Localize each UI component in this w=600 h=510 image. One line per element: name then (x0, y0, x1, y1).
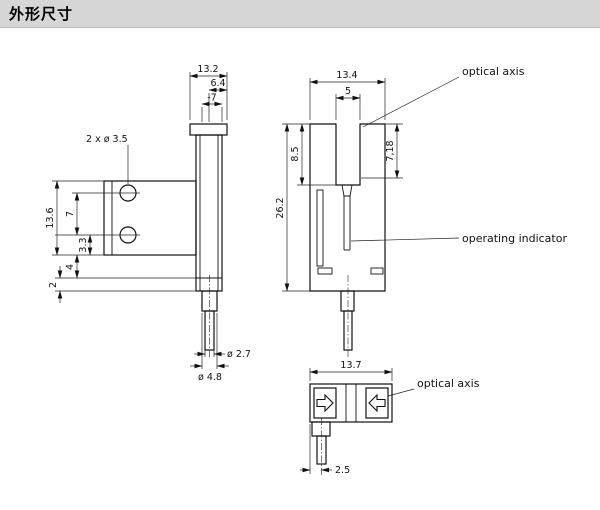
sleeve-diameter-text: ø 4.8 (198, 372, 222, 383)
dim-side-body-width: 6.4 (208, 78, 228, 122)
dimension-drawing: 13.2 6.4 -7 2 x ø 3.5 13.6 7 (0, 28, 600, 509)
step-text: 4 (65, 264, 76, 270)
cable-boot (311, 421, 331, 437)
dim-front-overall-width: 13.4 (309, 70, 386, 120)
dim-hole-edge: 3.3 (78, 234, 93, 256)
dim-sleeve-diameter: ø 4.8 (190, 313, 229, 383)
optical-axis-callout-top: optical axis (387, 377, 480, 397)
top-view: 13.7 optical axis 2.5 (300, 360, 480, 476)
operating-indicator-callout: operating indicator (350, 232, 567, 245)
hole-edge-text: 3.3 (78, 237, 89, 252)
base-text: 2 (48, 282, 59, 288)
beam-arrow-right-icon (316, 393, 334, 413)
top-overall-width-text: 13.7 (340, 360, 361, 371)
bracket-height-text: 13.6 (45, 207, 56, 228)
beam-arrow-left-icon (368, 393, 386, 413)
side-view: 13.2 6.4 -7 2 x ø 3.5 13.6 7 (45, 64, 251, 383)
mounting-holes-callout: 2 x ø 3.5 (86, 134, 129, 184)
dim-slot-depth-left: 8.5 (290, 123, 337, 186)
optical-axis-callout-front: optical axis (362, 65, 525, 128)
front-body (309, 123, 386, 292)
section-title: 外形尺寸 (9, 5, 74, 23)
dim-cable-offset: 2.5 (300, 424, 350, 476)
dim-cable-diameter: ø 2.7 (194, 349, 251, 360)
operating-indicator-label: operating indicator (462, 232, 567, 245)
overall-height-text: 26.2 (275, 197, 286, 218)
cable-offset-text: 2.5 (335, 465, 350, 476)
hole-spacing-text: 7 (65, 211, 76, 217)
slot-width-text: 5 (345, 86, 351, 97)
dim-side-overall-width: 13.2 (189, 64, 228, 120)
optical-axis-label-top: optical axis (417, 377, 480, 390)
front-cable-sleeve (340, 290, 355, 312)
dim-side-offset: -7 (201, 93, 223, 122)
mounting-bracket (103, 180, 197, 256)
optical-element (341, 184, 353, 197)
cable-diameter-text: ø 2.7 (227, 349, 251, 360)
optical-axis-label-front: optical axis (462, 65, 525, 78)
emitter-block (313, 387, 337, 419)
dim-base: 2 (48, 266, 196, 303)
front-view: 13.4 5 optical axis 8.5 7,18 26 (275, 65, 567, 359)
dim-hole-spacing: 7 (55, 192, 140, 236)
side-body-cap (189, 123, 228, 136)
dim-slot-depth-right: 7,18 (361, 123, 403, 179)
top-body (309, 383, 393, 423)
side-overall-width-text: 13.2 (197, 64, 218, 75)
dim-step: 4 (55, 254, 196, 279)
slot-depth-right-text: 7,18 (385, 140, 396, 161)
dim-overall-height: 26.2 (275, 123, 310, 292)
side-offset-text: -7 (207, 93, 216, 104)
receiver-block (365, 387, 389, 419)
side-groove (316, 189, 324, 267)
slot-depth-left-text: 8.5 (290, 146, 301, 161)
dim-slot-width: 5 (335, 86, 361, 120)
front-overall-width-text: 13.4 (336, 70, 357, 81)
side-body-width-text: 6.4 (210, 78, 225, 89)
indicator-window-right (370, 267, 384, 275)
dim-top-overall-width: 13.7 (309, 360, 393, 381)
mounting-holes-label: 2 x ø 3.5 (86, 134, 128, 145)
section-header: 外形尺寸 (0, 0, 600, 28)
indicator-window-left (317, 267, 333, 275)
